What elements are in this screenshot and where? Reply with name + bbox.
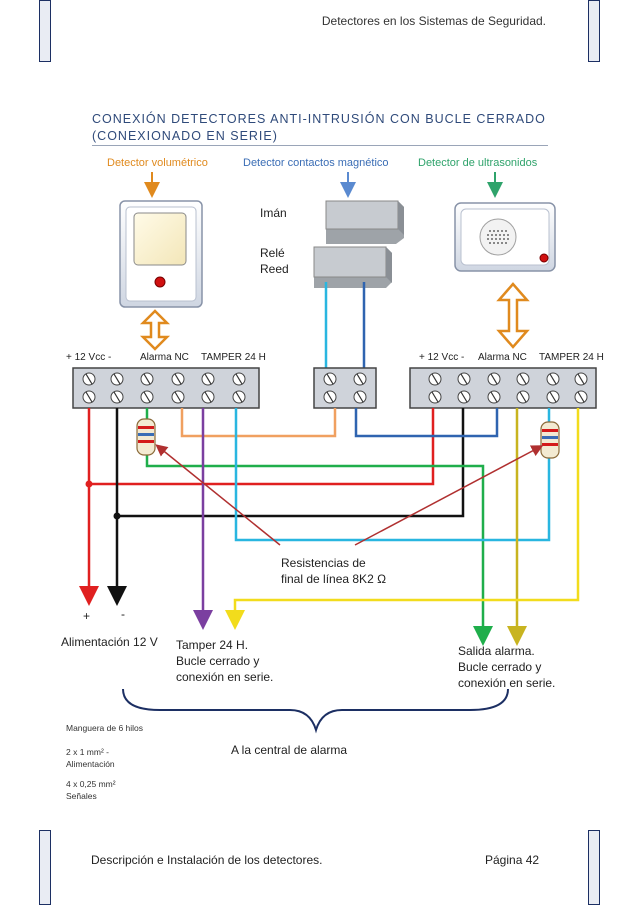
- hose-line2: 2 x 1 mm² -: [66, 747, 109, 757]
- right-alarm-terminal-label: Alarma NC: [478, 352, 527, 363]
- detector-pointer-arrows: [144, 172, 503, 198]
- reed-blue-link: [354, 408, 499, 438]
- left-eol-resistor: [136, 418, 156, 456]
- footer-left: Descripción e Instalación de los detecto…: [91, 853, 323, 867]
- left-tamper-terminal-label: TAMPER 24 H: [201, 352, 266, 363]
- left-terminal-block: [72, 367, 260, 409]
- reed-label: Reed: [260, 262, 289, 276]
- page-header: Detectores en los Sistemas de Seguridad.: [321, 14, 546, 28]
- footer-page-number: Página 42: [485, 853, 540, 867]
- rele-label: Relé: [260, 246, 285, 260]
- resistor-note-line1: Resistencias de: [281, 556, 366, 570]
- volumetric-detector: [119, 200, 203, 308]
- positive-junction: [85, 480, 93, 488]
- alarm-note-line3: conexión en serie.: [458, 676, 556, 690]
- right-terminal-block: [409, 367, 597, 409]
- tamper-note-line1: Tamper 24 H.: [176, 638, 249, 652]
- hose-line5: Señales: [66, 791, 97, 801]
- resistor-pointer-left: [155, 444, 281, 546]
- right-power-terminal-label: + 12 Vcc -: [419, 352, 465, 363]
- right-tamper-terminal-label: TAMPER 24 H: [539, 352, 604, 363]
- power-minus-sign: -: [121, 607, 125, 621]
- alarm-note-line1: Salida alarma.: [458, 644, 535, 658]
- hose-line3: Alimentación: [66, 759, 115, 769]
- magnetic-contacts: [313, 200, 404, 288]
- ultrasonic-detector: [454, 202, 556, 272]
- middle-terminal-block: [313, 367, 377, 409]
- central-label: A la central de alarma: [231, 743, 348, 757]
- central-brace: [122, 688, 509, 734]
- tamper-yellow-loop: [225, 408, 580, 630]
- tamper-note-line2: Bucle cerrado y: [176, 654, 260, 668]
- alarm-note-line2: Bucle cerrado y: [458, 660, 542, 674]
- hose-line1: Manguera de 6 hilos: [66, 723, 144, 733]
- left-power-terminal-label: + 12 Vcc -: [66, 352, 112, 363]
- power-label: Alimentación 12 V: [61, 635, 158, 649]
- power-plus-sign: +: [83, 609, 91, 623]
- ultrasonic-link-arrow: [496, 282, 530, 349]
- iman-label: Imán: [260, 206, 287, 220]
- negative-junction: [113, 512, 121, 520]
- magnetic-detector-label: Detector contactos magnético: [243, 157, 389, 169]
- title-divider: [92, 145, 548, 146]
- resistor-note-line2: final de línea 8K2 Ω: [281, 572, 387, 586]
- power-negative-bus: [117, 408, 465, 518]
- tamper-note-line3: conexión en serie.: [176, 670, 274, 684]
- alarm-link-orange: [180, 408, 337, 438]
- right-margin-bar-top: [588, 0, 600, 62]
- left-alarm-terminal-label: Alarma NC: [140, 352, 189, 363]
- volumetric-link-arrow: [139, 309, 171, 351]
- left-margin-bar-top: [39, 0, 51, 62]
- ultrasonic-detector-label: Detector de ultrasonidos: [418, 157, 538, 169]
- page-title: CONEXIÓN DETECTORES ANTI-INTRUSIÓN CON B…: [92, 112, 546, 143]
- tamper-cyan-loop: [234, 408, 551, 542]
- hose-line4: 4 x 0,25 mm²: [66, 779, 116, 789]
- resistor-pointer-right: [354, 445, 544, 546]
- right-eol-resistor: [540, 421, 560, 459]
- volumetric-detector-label: Detector volumétrico: [107, 157, 208, 169]
